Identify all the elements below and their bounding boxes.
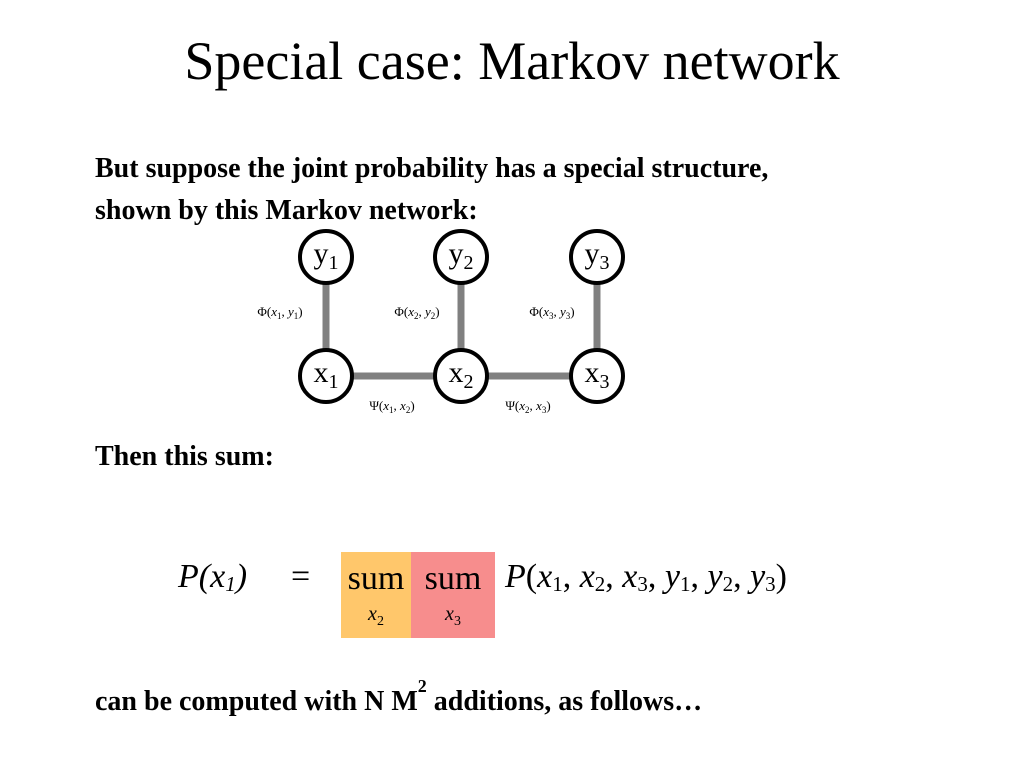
phi-label-x3-y3: Φ(x3, y3) xyxy=(529,304,574,321)
conclusion-text: can be computed with N M2 additions, as … xyxy=(95,676,703,717)
network-nodes: y1 y2 y3 x1 x2 x3 xyxy=(298,229,625,404)
phi-label-x2-y2: Φ(x2, y2) xyxy=(394,304,439,321)
node-x3: x3 xyxy=(569,348,625,404)
network-edges xyxy=(322,284,601,380)
sum-x3-index: x3 xyxy=(445,603,461,629)
sum-x2-index: x2 xyxy=(368,603,384,629)
node-y1: y1 xyxy=(298,229,354,285)
equation-lhs: P(x1) xyxy=(178,558,248,596)
sum-x2-operator: sum xyxy=(347,560,405,597)
sum-x3-operator: sum xyxy=(424,560,482,597)
psi-label-x2-x3: Ψ(x2, x3) xyxy=(505,398,550,415)
sum-x2-highlight xyxy=(341,552,411,638)
node-x1: x1 xyxy=(298,348,354,404)
sum-over-x2: sum x2 xyxy=(341,562,411,629)
svg-text:x2: x2 xyxy=(449,356,474,393)
svg-text:x1: x1 xyxy=(314,356,339,393)
phi-label-x1-y1: Φ(x1, y1) xyxy=(257,304,302,321)
node-y2: y2 xyxy=(433,229,489,285)
node-x2: x2 xyxy=(433,348,489,404)
potential-labels: Φ(x1, y1) Φ(x2, y2) Φ(x3, y3) Ψ(x1, x2) … xyxy=(257,304,574,415)
equals-sign: = xyxy=(291,558,311,595)
then-text: Then this sum: xyxy=(95,441,274,472)
node-y3: y3 xyxy=(569,229,625,285)
sum-x3-highlight xyxy=(411,552,495,638)
svg-text:y3: y3 xyxy=(585,237,610,274)
psi-label-x1-x2: Ψ(x1, x2) xyxy=(369,398,414,415)
sum-over-x3: sum x3 xyxy=(411,562,495,629)
slide-title: Special case: Markov network xyxy=(184,31,840,91)
svg-text:y1: y1 xyxy=(314,237,339,274)
svg-text:y2: y2 xyxy=(449,237,474,274)
markov-network-diagram: y1 y2 y3 x1 x2 x3 Φ(x1, y1) Φ(x2, y2) Φ(… xyxy=(257,229,625,415)
svg-text:x3: x3 xyxy=(585,356,610,393)
equation-rhs: P(x1, x2, x3, y1, y2, y3) xyxy=(505,558,787,596)
intro-text: But suppose the joint probability has a … xyxy=(95,153,769,226)
